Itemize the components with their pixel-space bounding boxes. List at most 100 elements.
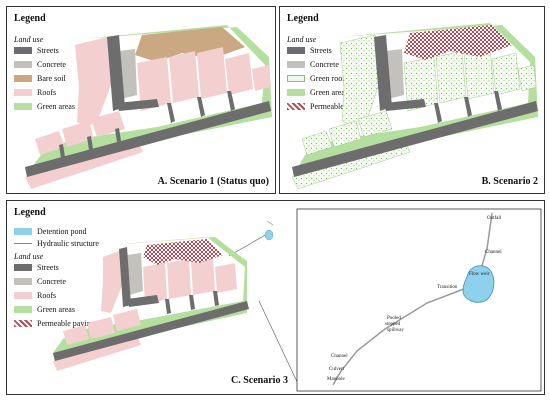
roof-block [191, 257, 215, 295]
permeable-paving-area [404, 25, 512, 60]
green-areas-swatch [14, 306, 32, 313]
legend-label: Roofs [37, 291, 57, 300]
permeable-paving-swatch [287, 103, 305, 110]
caption-scenario-2: B. Scenario 2 [481, 176, 538, 187]
roof-block [197, 47, 227, 99]
channel-upper-label: Channel [485, 250, 502, 255]
legend-item-roofs: Roofs [14, 291, 56, 300]
legend-item-concrete: Concrete [14, 60, 66, 69]
outfall-label: Outfall [487, 216, 502, 221]
legend-item-roofs: Roofs [14, 88, 56, 97]
legend-label: Green roofs [310, 74, 348, 83]
legend-item-streets: Streets [14, 46, 59, 55]
street [115, 128, 121, 142]
street [197, 97, 205, 117]
street [292, 101, 538, 177]
legend-label: Permeable paving [310, 102, 368, 111]
street [53, 301, 249, 361]
caption-scenario-1: A. Scenario 1 (Status quo) [157, 176, 269, 187]
roof-block [53, 335, 141, 371]
panel-scenario-2: Legend Land use Streets Concrete Green r… [279, 6, 545, 194]
legend-item-green-areas: Green areas [14, 102, 75, 111]
site-map-scenario-1 [25, 25, 272, 189]
green-roof-block [517, 64, 537, 92]
street [25, 101, 271, 177]
hydraulic-structure-spillway [332, 286, 470, 386]
legend-label: Streets [310, 46, 332, 55]
culvert-label: Culvert [329, 367, 345, 372]
detention-pond-small [264, 229, 274, 241]
streets-swatch [287, 47, 305, 54]
roof-block [215, 263, 237, 293]
legend-label: Detention pond [37, 227, 87, 236]
street [494, 91, 502, 111]
manhole-label: Manhole [327, 377, 346, 382]
roof-block [137, 57, 171, 111]
spillway-label-line-1: Pooled [387, 316, 401, 321]
green-roofs-swatch [287, 75, 305, 82]
legend-item-green-areas: Green areas [14, 305, 75, 314]
concrete-area [386, 49, 404, 99]
roof-block [87, 317, 115, 339]
inset-frame [296, 208, 542, 392]
legend-label: Bare soil [37, 74, 66, 83]
roof-block [225, 53, 253, 95]
legend-item-hydraulic-structure: Hydraulic structure [14, 239, 99, 248]
panel-scenario-3: Legend Detention pond Hydraulic structur… [6, 200, 545, 395]
green-roof-block [301, 130, 333, 156]
legend-item-concrete: Concrete [14, 277, 66, 286]
street [119, 247, 131, 307]
roof-block [75, 37, 117, 127]
land-use-label: Land use [287, 35, 317, 44]
spillway-label-line-2: stepped [385, 322, 401, 327]
hydraulic-structure-swatch [14, 243, 32, 244]
legend-title: Legend [14, 207, 46, 218]
legend-label: Hydraulic structure [37, 239, 99, 248]
green-roof-block [491, 52, 521, 96]
street [107, 35, 125, 111]
legend-title: Legend [14, 13, 46, 24]
detention-pond-swatch [14, 228, 32, 235]
legend-item-permeable-paving: Permeable paving [14, 319, 95, 328]
panel-scenario-1: Legend Land use Streets Concrete Bare so… [6, 6, 276, 194]
legend-item-detention-pond: Detention pond [14, 227, 87, 236]
streets-swatch [14, 264, 32, 271]
street [384, 99, 426, 111]
roof-block [252, 65, 271, 91]
flow-weir-label: Flow weir [469, 272, 490, 277]
legend-item-green-roofs: Green roofs [287, 74, 348, 83]
legend-label: Concrete [310, 60, 339, 69]
legend-label: Green areas [37, 102, 75, 111]
concrete-area [119, 49, 137, 99]
roofs-swatch [14, 292, 32, 299]
land-use-label: Land use [14, 252, 44, 261]
legend-item-bare-soil: Bare soil [14, 74, 66, 83]
concrete-swatch [287, 61, 305, 68]
permeable-paving-swatch [14, 320, 32, 327]
green-areas-swatch [287, 89, 305, 96]
site-map-scenario-3: Outfall Channel Flow weir Transition Poo… [53, 208, 542, 392]
roofs-swatch [14, 89, 32, 96]
legend-label: Streets [37, 46, 59, 55]
legend-label: Concrete [37, 60, 66, 69]
street [117, 99, 159, 111]
legend-item-streets: Streets [14, 263, 59, 272]
caption-scenario-3: C. Scenario 3 [231, 375, 288, 386]
roof-block [101, 251, 123, 313]
spillway-label-line-3: spillway [387, 328, 404, 333]
green-roof-block [357, 110, 393, 138]
channel-lower-label: Channel [331, 354, 348, 359]
street [464, 97, 472, 117]
legend-label: Concrete [37, 277, 66, 286]
legend-label: Roofs [37, 88, 57, 97]
inset-connector-line [258, 300, 300, 387]
legend-label: Streets [37, 263, 59, 272]
street [127, 295, 159, 307]
street [189, 295, 195, 310]
permeable-paving-area [143, 239, 223, 265]
green-roof-block [435, 50, 467, 104]
roof-block [169, 51, 199, 103]
roof-block [63, 325, 89, 345]
green-areas-swatch [14, 103, 32, 110]
hydraulic-structure-line [266, 220, 274, 226]
